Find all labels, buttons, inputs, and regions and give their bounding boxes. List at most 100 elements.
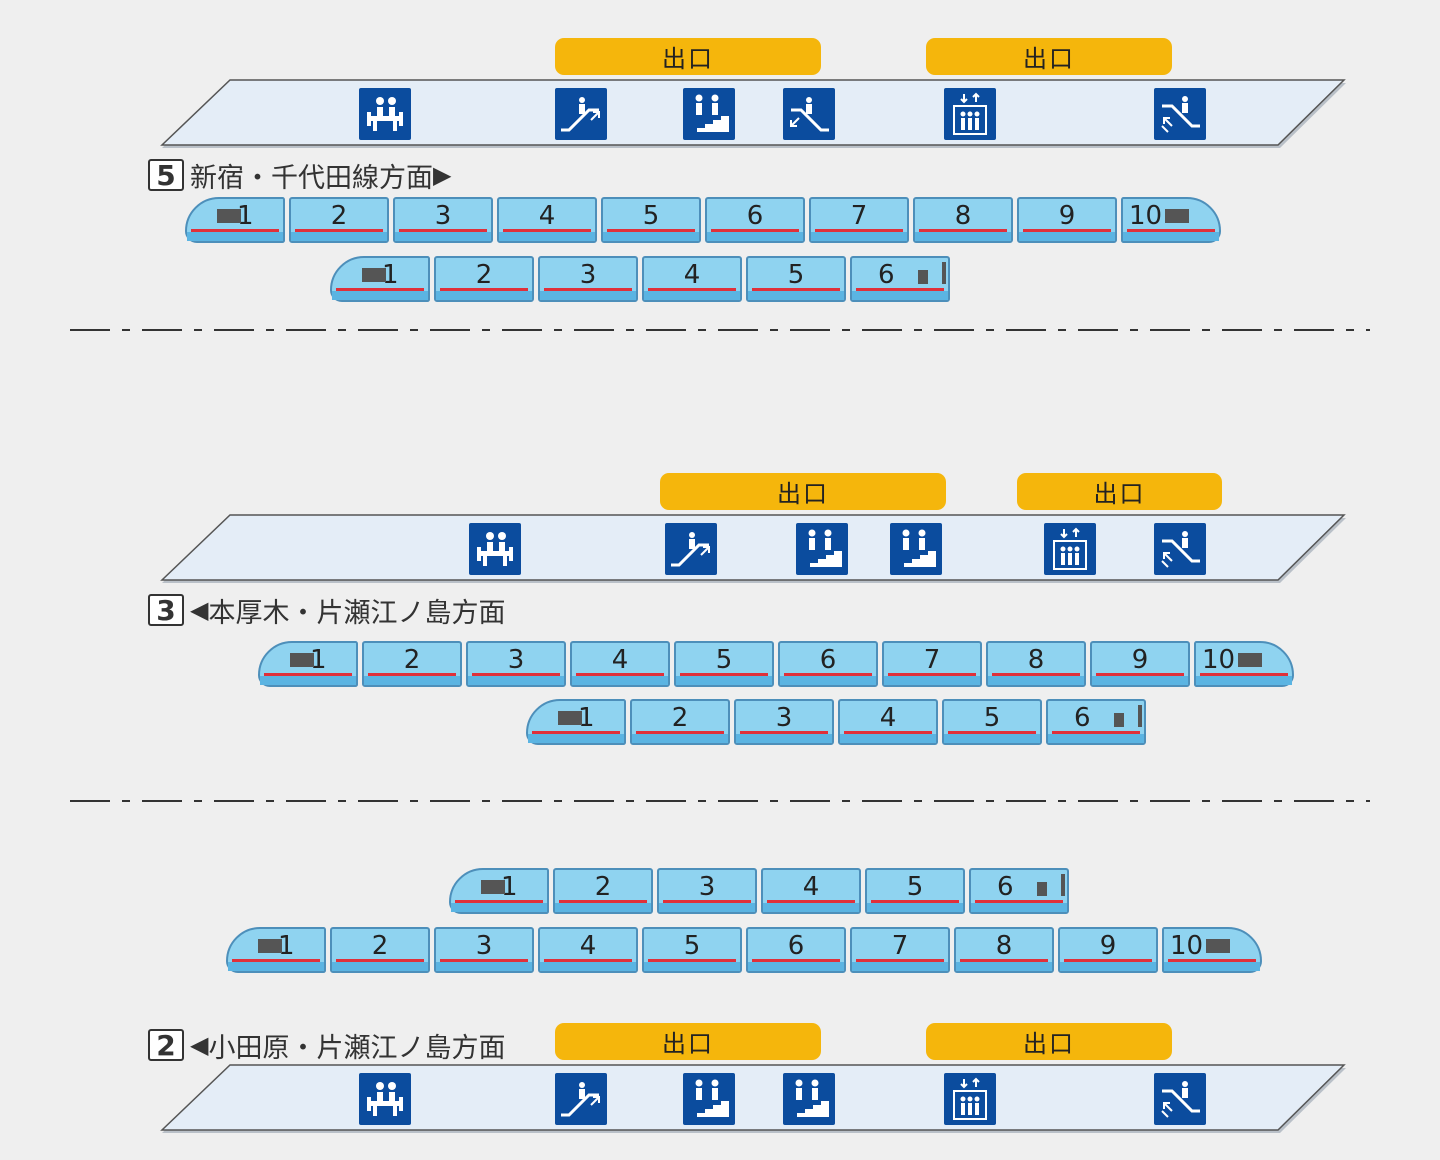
train-car: 6 [969, 868, 1069, 914]
car-number: 8 [1027, 645, 1045, 675]
exit-sign: 出口 [1017, 473, 1222, 510]
train-car: 9 [1058, 927, 1158, 973]
cab-window-icon [1165, 209, 1189, 223]
stairs-icon [783, 1073, 835, 1125]
car-number: 4 [538, 201, 556, 231]
train-car: 4 [761, 868, 861, 914]
train-car: 9 [1090, 641, 1190, 687]
car-number: 3 [579, 260, 597, 290]
car-number: 8 [995, 931, 1013, 961]
elevator-icon [944, 1073, 996, 1125]
train-car: 7 [882, 641, 982, 687]
track-separator [70, 800, 1370, 802]
coupler-icon [1114, 713, 1124, 727]
car-number: 10 [1129, 201, 1163, 231]
train-car: 3 [393, 197, 493, 243]
train-car: 4 [642, 256, 742, 302]
coupler-icon [1037, 882, 1047, 896]
train-car: 5 [942, 699, 1042, 745]
car-number: 5 [642, 201, 660, 231]
cab-window-icon [362, 268, 386, 282]
car-number: 3 [507, 645, 525, 675]
train-car: 4 [497, 197, 597, 243]
car-number: 2 [371, 931, 389, 961]
train-car: 3 [657, 868, 757, 914]
train-car: 2 [362, 641, 462, 687]
train-car: 3 [538, 256, 638, 302]
platform-bottom [160, 1064, 1346, 1133]
train-car: 5 [674, 641, 774, 687]
train-car: 1 [185, 197, 285, 243]
car-number: 4 [802, 872, 820, 902]
track-number: 3 [148, 594, 184, 627]
direction-label-track-2: 2 ◀ 小田原・片瀬江ノ島方面 [148, 1027, 505, 1064]
car-number: 2 [403, 645, 421, 675]
car-number: 2 [475, 260, 493, 290]
car-number: 5 [787, 260, 805, 290]
train-car: 7 [850, 927, 950, 973]
platform-top [160, 79, 1346, 148]
car-number: 3 [434, 201, 452, 231]
coupler-end-icon [942, 262, 946, 284]
stairs-icon [796, 523, 848, 575]
car-number: 6 [819, 645, 837, 675]
train-car: 1 [449, 868, 549, 914]
car-number: 7 [850, 201, 868, 231]
car-number: 6 [878, 260, 895, 290]
train-car: 2 [434, 256, 534, 302]
train-car: 8 [954, 927, 1054, 973]
train-car: 6 [705, 197, 805, 243]
escalator-both-icon [1154, 88, 1206, 140]
car-number: 10 [1202, 645, 1236, 675]
car-number: 9 [1131, 645, 1149, 675]
car-number: 8 [954, 201, 972, 231]
train-car: 5 [865, 868, 965, 914]
car-number: 4 [611, 645, 629, 675]
train-car: 4 [538, 927, 638, 973]
car-number: 5 [683, 931, 701, 961]
train-car: 3 [434, 927, 534, 973]
train-car: 2 [630, 699, 730, 745]
exit-sign: 出口 [555, 38, 821, 75]
car-number: 5 [983, 703, 1001, 733]
direction-label-track-3: 3 ◀ 本厚木・片瀬江ノ島方面 [148, 592, 505, 629]
coupler-end-icon [1061, 874, 1065, 896]
escalator-up-icon [665, 523, 717, 575]
car-number: 6 [997, 872, 1014, 902]
train-car: 8 [986, 641, 1086, 687]
train-car: 4 [570, 641, 670, 687]
car-number: 1 [382, 260, 399, 290]
stairs-icon [890, 523, 942, 575]
car-number: 9 [1058, 201, 1076, 231]
train-car: 6 [1046, 699, 1146, 745]
car-number: 3 [698, 872, 716, 902]
car-number: 2 [594, 872, 612, 902]
cab-window-icon [558, 711, 582, 725]
car-number: 4 [683, 260, 701, 290]
track-separator [70, 329, 1370, 331]
car-number: 10 [1170, 931, 1204, 961]
direction-arrow-icon: ▶ [433, 161, 452, 189]
car-number: 5 [906, 872, 924, 902]
stairs-icon [683, 88, 735, 140]
train-car: 2 [330, 927, 430, 973]
stairs-icon [683, 1073, 735, 1125]
direction-arrow-icon: ◀ [190, 1031, 209, 1059]
train-car: 6 [778, 641, 878, 687]
waiting-room-icon [469, 523, 521, 575]
car-number: 6 [787, 931, 805, 961]
exit-sign: 出口 [660, 473, 946, 510]
track-number: 2 [148, 1029, 184, 1062]
train-car: 2 [289, 197, 389, 243]
train-car: 5 [601, 197, 701, 243]
cab-window-icon [290, 653, 314, 667]
car-number: 2 [671, 703, 689, 733]
train-car: 6 [746, 927, 846, 973]
exit-sign: 出口 [555, 1023, 821, 1060]
car-number: 1 [237, 201, 254, 231]
car-number: 9 [1099, 931, 1117, 961]
coupler-end-icon [1138, 705, 1142, 727]
car-number: 1 [578, 703, 595, 733]
direction-arrow-icon: ◀ [190, 596, 209, 624]
car-number: 4 [579, 931, 597, 961]
